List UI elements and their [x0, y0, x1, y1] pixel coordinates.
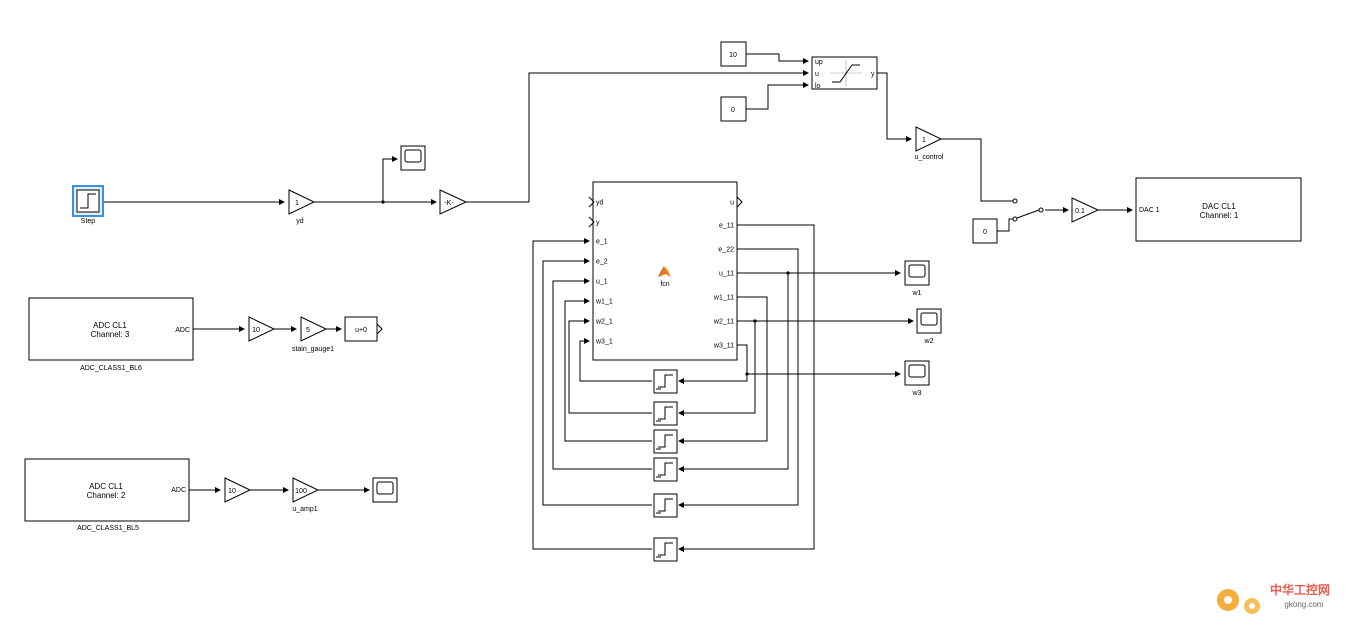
const-switch-value: 0: [983, 229, 987, 236]
memory-blocks: [653, 369, 678, 562]
gain-yd-value: 1: [295, 200, 299, 207]
memory-block[interactable]: [653, 401, 678, 426]
gain-k-block[interactable]: -K-: [439, 189, 468, 215]
scope-w2-block[interactable]: w2: [916, 308, 942, 345]
adc2-port: ADC: [171, 487, 186, 494]
gain-10a-value: 10: [252, 327, 260, 334]
matlab-logo-icon: [658, 266, 671, 277]
signal-lines: [102, 53, 1133, 552]
sat-port-u: u: [815, 71, 819, 78]
fcn-input-yd: yd: [596, 200, 604, 207]
fcn-output-w3-11: w3_11: [713, 343, 734, 350]
const-lo-block[interactable]: 0: [720, 96, 747, 122]
fcn-output-u-11: u_11: [719, 271, 734, 278]
fcn-output-e-22: e_22: [718, 247, 734, 254]
adc3-name: ADC_CLASS1_BL6: [80, 365, 142, 372]
const-up-block[interactable]: 10: [720, 41, 747, 67]
dac-block[interactable]: DAC 1 DAC CL1 Channel: 1: [1135, 177, 1302, 242]
watermark-logo: 中华工控网 gkong.com: [1217, 582, 1330, 614]
step-label: Step: [81, 218, 96, 225]
fcn-input-ports: yd y e_1 e_2 u_1 w1_1 w2_1 w3_1: [595, 200, 613, 346]
const-lo-value: 0: [731, 107, 735, 114]
memory-block[interactable]: [653, 493, 678, 518]
watermark-text-cn: 中华工控网: [1270, 582, 1330, 597]
gain-5-value: 5: [306, 327, 310, 334]
gain-dac-value: 0.1: [1075, 208, 1085, 215]
memory-block[interactable]: [653, 537, 678, 562]
fcn-input-y: y: [596, 220, 600, 227]
adc3-line2: Channel: 3: [91, 330, 130, 339]
saturation-block[interactable]: up u lo y: [811, 56, 878, 90]
sat-port-y: y: [871, 71, 875, 78]
gain-u-control-value: 1: [922, 137, 926, 144]
adc2-block[interactable]: ADC CL1 Channel: 2 ADC ADC_CLASS1_BL5: [24, 458, 190, 532]
memory-icon: [658, 498, 673, 512]
scope-w1-block[interactable]: w1: [904, 260, 930, 297]
bias-value: u+0: [355, 327, 367, 334]
sat-port-lo: lo: [815, 83, 821, 90]
const-up-value: 10: [729, 52, 737, 59]
fcn-output-w2-11: w2_11: [713, 319, 734, 326]
gain-dac-block[interactable]: 0.1: [1071, 197, 1100, 223]
scope-w1-name: w1: [912, 290, 922, 297]
scope-w2-name: w2: [924, 338, 934, 345]
gain-10a-block[interactable]: 10: [248, 316, 276, 342]
fcn-block[interactable]: yd y e_1 e_2 u_1 w1_1 w2_1 w3_1 u e_11 e_22 u_11 w1…: [588, 181, 743, 361]
dac-port: DAC 1: [1139, 207, 1160, 214]
memory-icon: [658, 374, 673, 388]
fcn-input-e-1: e_1: [596, 239, 608, 246]
fcn-input-w2-1: w2_1: [595, 319, 613, 326]
fcn-output-u: u: [730, 200, 734, 207]
const-switch-block[interactable]: 0: [972, 218, 998, 244]
memory-icon: [658, 462, 673, 476]
scope-yd-block[interactable]: [400, 145, 426, 171]
adc3-line1: ADC CL1: [93, 321, 127, 330]
gain-100-name: u_amp1: [292, 506, 317, 513]
watermark-text-en: gkong.com: [1284, 600, 1323, 609]
fcn-input-u-1: u_1: [596, 279, 608, 286]
gain-10b-block[interactable]: 10: [224, 477, 252, 503]
gain-yd-block[interactable]: 1 yd: [288, 189, 316, 225]
memory-block[interactable]: [653, 457, 678, 482]
fcn-output-w1-11: w1_11: [713, 295, 734, 302]
memory-block[interactable]: [653, 369, 678, 394]
scope-amp-block[interactable]: [372, 477, 398, 503]
sat-port-up: up: [815, 59, 823, 66]
bias-block[interactable]: u+0: [344, 316, 383, 342]
scope-w3-block[interactable]: w3: [904, 360, 930, 397]
gain-100-value: 100: [295, 488, 307, 495]
gain-k-value: -K-: [444, 200, 454, 207]
step-block[interactable]: Step: [72, 185, 104, 225]
gain-10b-value: 10: [228, 488, 236, 495]
fcn-input-w1-1: w1_1: [595, 299, 613, 306]
gain-u-control-name: u_control: [915, 154, 944, 161]
gear-icon: [1217, 589, 1260, 614]
fcn-input-w3-1: w3_1: [595, 339, 613, 346]
fcn-output-ports: u e_11 e_22 u_11 w1_11 w2_11 w3_11: [713, 200, 734, 350]
memory-icon: [658, 542, 673, 556]
adc2-name: ADC_CLASS1_BL5: [77, 525, 139, 532]
gain-100-block[interactable]: 100 u_amp1: [292, 477, 320, 513]
gain-5-block[interactable]: 5 stain_gauge1: [292, 316, 334, 353]
fcn-name: fcn: [660, 281, 669, 288]
fcn-input-e-2: e_2: [596, 259, 608, 266]
dac-line1: DAC CL1: [1202, 202, 1236, 211]
scope-w3-name: w3: [912, 390, 922, 397]
manual-switch[interactable]: [1012, 198, 1044, 222]
memory-icon: [658, 406, 673, 420]
memory-icon: [658, 434, 673, 448]
adc3-port: ADC: [175, 327, 190, 334]
gain-5-name: stain_gauge1: [292, 346, 334, 353]
memory-block[interactable]: [653, 429, 678, 454]
adc2-line2: Channel: 2: [87, 491, 126, 500]
gain-u-control-block[interactable]: 1 u_control: [915, 126, 944, 161]
fcn-output-e-11: e_11: [719, 223, 734, 230]
dac-line2: Channel: 1: [1200, 211, 1239, 220]
adc2-line1: ADC CL1: [89, 482, 123, 491]
adc3-block[interactable]: ADC CL1 Channel: 3 ADC ADC_CLASS1_BL6: [28, 297, 194, 372]
gain-yd-name: yd: [296, 218, 304, 225]
